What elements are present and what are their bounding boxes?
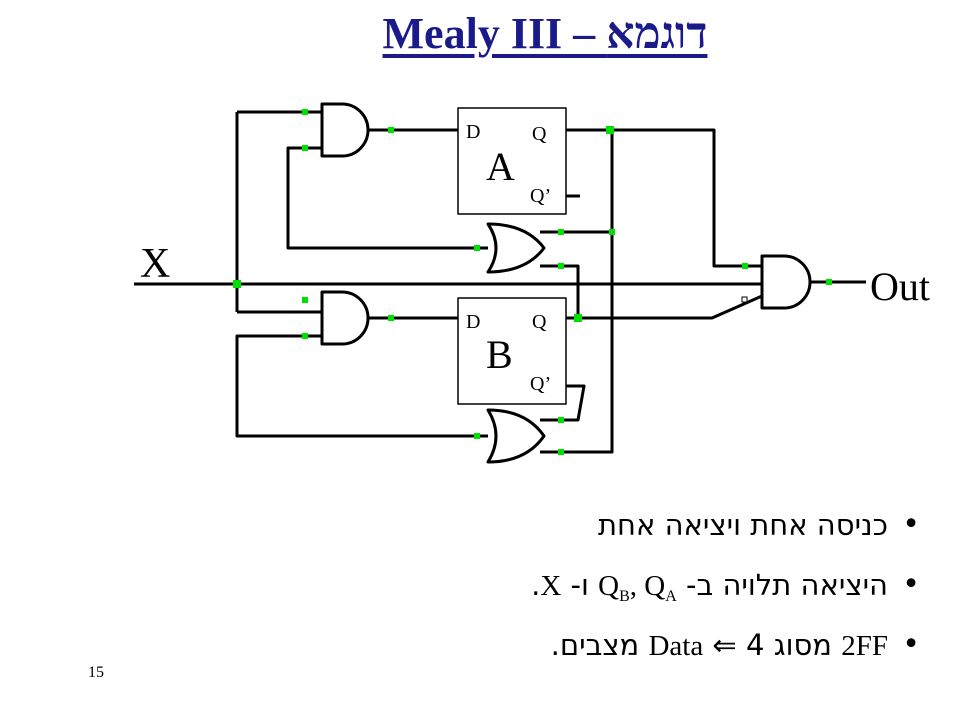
flip-flop-b xyxy=(457,297,567,405)
flip-flop-a xyxy=(457,107,567,215)
ff-a-q-label: Q xyxy=(532,123,547,145)
and-gate-b xyxy=(320,290,370,346)
bullet-item-1: כניסה אחת ויציאה אחת xyxy=(220,500,920,560)
and-gate-out xyxy=(760,254,812,310)
and-gate-a xyxy=(320,102,370,158)
bullet-item-2: היציאה תלויה ב- QB, QA ו- X. xyxy=(220,560,920,620)
junction-markers xyxy=(233,109,832,455)
bullet-list: כניסה אחת ויציאה אחת היציאה תלויה ב- QB,… xyxy=(220,500,920,680)
ff-a-d-label: D xyxy=(466,121,480,143)
page-number: 15 xyxy=(88,664,104,681)
ff-b-qn-label: Q’ xyxy=(530,373,551,395)
ff-a-name: A xyxy=(486,144,515,189)
page-title: Mealy III – דוגמא xyxy=(382,9,708,58)
ff-b-q-label: Q xyxy=(532,311,547,333)
ff-b-d-label: D xyxy=(466,311,480,333)
output-label: Out xyxy=(870,264,930,309)
ff-b-name: B xyxy=(486,332,513,377)
or-gate-b xyxy=(486,408,546,464)
bullet-item-3: 2FF מסוג Data ⇐ 4 מצבים. xyxy=(220,620,920,680)
or-gate-a xyxy=(486,222,546,274)
input-label-x: X xyxy=(140,241,170,287)
ff-a-qn-label: Q’ xyxy=(530,185,551,207)
